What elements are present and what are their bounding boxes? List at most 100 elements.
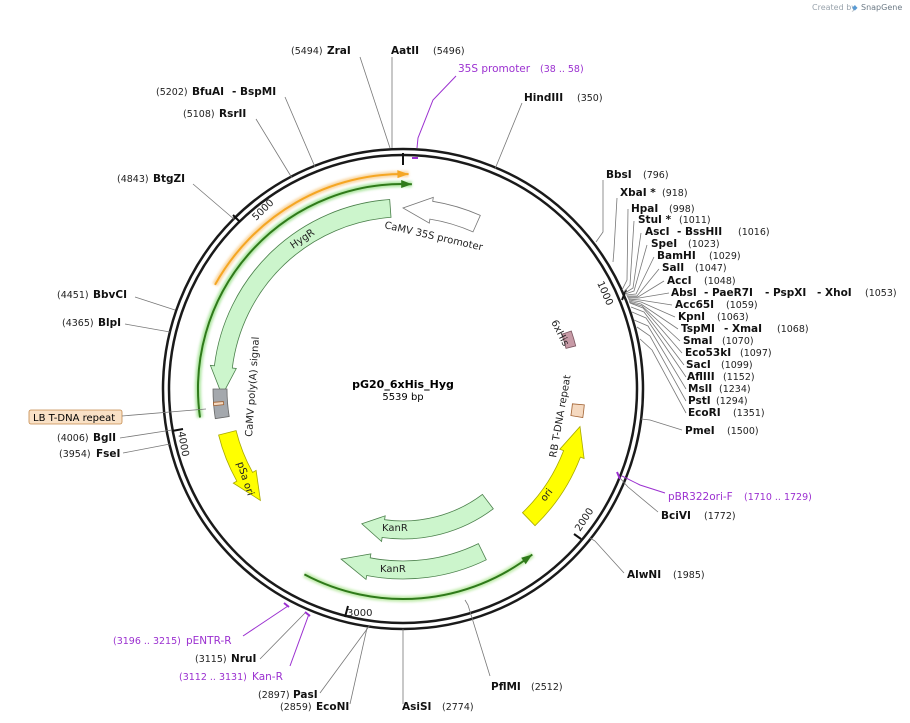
tick-5000 (232, 214, 241, 223)
camv35s-arrow (402, 196, 481, 233)
site-saci: SacI (686, 359, 711, 371)
site-bbsi: BbsI (606, 169, 632, 181)
site-bsshii: - BssHII (677, 226, 722, 238)
primer-pbr322-mark (616, 471, 621, 480)
site-bspmi: - BspMI (232, 86, 276, 98)
watermark-brand: SnapGene (861, 3, 902, 12)
site-acci: AccI (667, 275, 691, 287)
site-bcivi: BciVI (661, 510, 691, 522)
site-stui: StuI * (638, 214, 672, 226)
right-site-leaders (119, 180, 687, 705)
site-afliii: AflIII (687, 371, 715, 383)
site-pos-rsrii: (5108) (183, 109, 215, 120)
site-eco53ki: Eco53kI (685, 347, 731, 359)
primer-pentr-r: pENTR-R (186, 635, 232, 647)
rb-repeat-block (570, 403, 585, 418)
primer-kanr-mark (304, 611, 311, 617)
orf-green-arrow (197, 183, 412, 418)
site-pos-blpi: (4365) (62, 318, 94, 329)
site-pos-acci: (1048) (704, 276, 736, 287)
site-pos-bamhi: (1029) (709, 251, 741, 262)
site-tspmi: TspMI (681, 323, 715, 335)
kanr-arrow-2 (361, 493, 494, 543)
ori-arrow (521, 425, 585, 527)
feature-label-polya: CaMV poly(A) signal (244, 336, 262, 437)
his-tag-block (561, 330, 577, 349)
primer-pbr322ori-f: pBR322ori-F (668, 491, 733, 503)
orf-kanr-arrow-head (521, 554, 533, 565)
site-bamhi: BamHI (657, 250, 696, 262)
tick-label-4000: 4000 (175, 431, 190, 458)
site-pos-sali: (1047) (695, 263, 727, 274)
site-blpi: BlpI (98, 317, 121, 329)
primer-pos-kan-r: (3112 .. 3131) (179, 672, 247, 683)
site-pos-pmei: (1500) (727, 426, 759, 437)
kanr-arrow-1 (340, 543, 487, 581)
tick-4000 (171, 428, 184, 432)
site-pos-msli: (1234) (719, 384, 751, 395)
tick-label-3000: 3000 (347, 608, 372, 619)
tick-1000 (621, 289, 627, 301)
site-hpai: HpaI (631, 203, 658, 215)
primer-pos-pbr322ori-f: (1710 .. 1729) (744, 492, 812, 503)
site-pmei: PmeI (685, 425, 715, 437)
site-nrui: NruI (231, 653, 256, 665)
primer-pos-pentr-r: (3196 .. 3215) (113, 636, 181, 647)
site-pos-alwni: (1985) (673, 570, 705, 581)
site-asisi: AsiSI (402, 701, 431, 713)
orf-orange-arrow-head (397, 170, 409, 179)
site-alwni: AlwNI (627, 569, 661, 581)
site-bgli: BglI (93, 432, 116, 444)
site-pos-bgli: (4006) (57, 433, 89, 444)
psa-ori-arrow (218, 430, 261, 502)
site-pos-kpni: (1063) (717, 312, 749, 323)
orf-kanr-arrow (303, 553, 533, 601)
plasmid-length: 5539 bp (382, 392, 423, 403)
site-paer7i: - PaeR7I (704, 287, 753, 299)
site-ecori: EcoRI (688, 407, 721, 419)
site-msli: MslI (688, 383, 712, 395)
site-pos-bfuai: (5202) (156, 87, 188, 98)
site-pos-econi: (2859) (280, 702, 312, 713)
site-pos-btgzi: (4843) (117, 174, 149, 185)
feature-label-kanr1: KanR (382, 523, 408, 534)
site-xmai: - XmaI (724, 323, 762, 335)
site-aatii: AatII (391, 45, 419, 57)
site-econi: EcoNI (316, 701, 349, 713)
orf-green-arrow-head (401, 180, 412, 188)
site-pos-tspmi: (1068) (777, 324, 809, 335)
site-spei: SpeI (651, 238, 677, 250)
primer-35s: 35S promoter (458, 63, 531, 75)
site-rsrii: RsrII (219, 108, 246, 120)
plasmid-name: pG20_6xHis_Hyg (352, 378, 454, 391)
site-pos-asci: (1016) (738, 227, 770, 238)
site-pos-hindiii: (350) (577, 93, 603, 104)
watermark-prefix: Created by (812, 3, 856, 12)
site-pasi: PasI (293, 689, 318, 701)
site-asci: AscI (645, 226, 670, 238)
site-pos-absi: (1053) (865, 288, 897, 299)
site-pos-bcivi: (1772) (704, 511, 736, 522)
site-pos-pasi: (2897) (258, 690, 290, 701)
site-xbai: XbaI * (620, 187, 656, 199)
site-pos-hpai: (998) (669, 204, 695, 215)
site-pos-acc65i: (1059) (726, 300, 758, 311)
site-hindiii: HindIII (524, 92, 563, 104)
hygr-arrow (209, 199, 392, 397)
site-bfuai: BfuAI (192, 86, 224, 98)
site-pos-pflmi: (2512) (531, 682, 563, 693)
site-zrai: ZraI (327, 45, 351, 57)
snapgene-logo-icon: ⬥ (852, 3, 858, 12)
site-psti: PstI (688, 395, 711, 407)
site-kpni: KpnI (678, 311, 705, 323)
site-pos-spei: (1023) (688, 239, 720, 250)
site-pos-bbvci: (4451) (57, 290, 89, 301)
primer-pentr-mark (283, 602, 290, 608)
tick-2000 (573, 533, 582, 540)
site-pos-afliii: (1152) (723, 372, 755, 383)
lb-repeat-box (28, 409, 123, 425)
site-pos-saci: (1099) (721, 360, 753, 371)
site-smai: SmaI (683, 335, 713, 347)
site-sali: SalI (662, 262, 684, 274)
feature-label-kanr2: KanR (380, 564, 406, 575)
